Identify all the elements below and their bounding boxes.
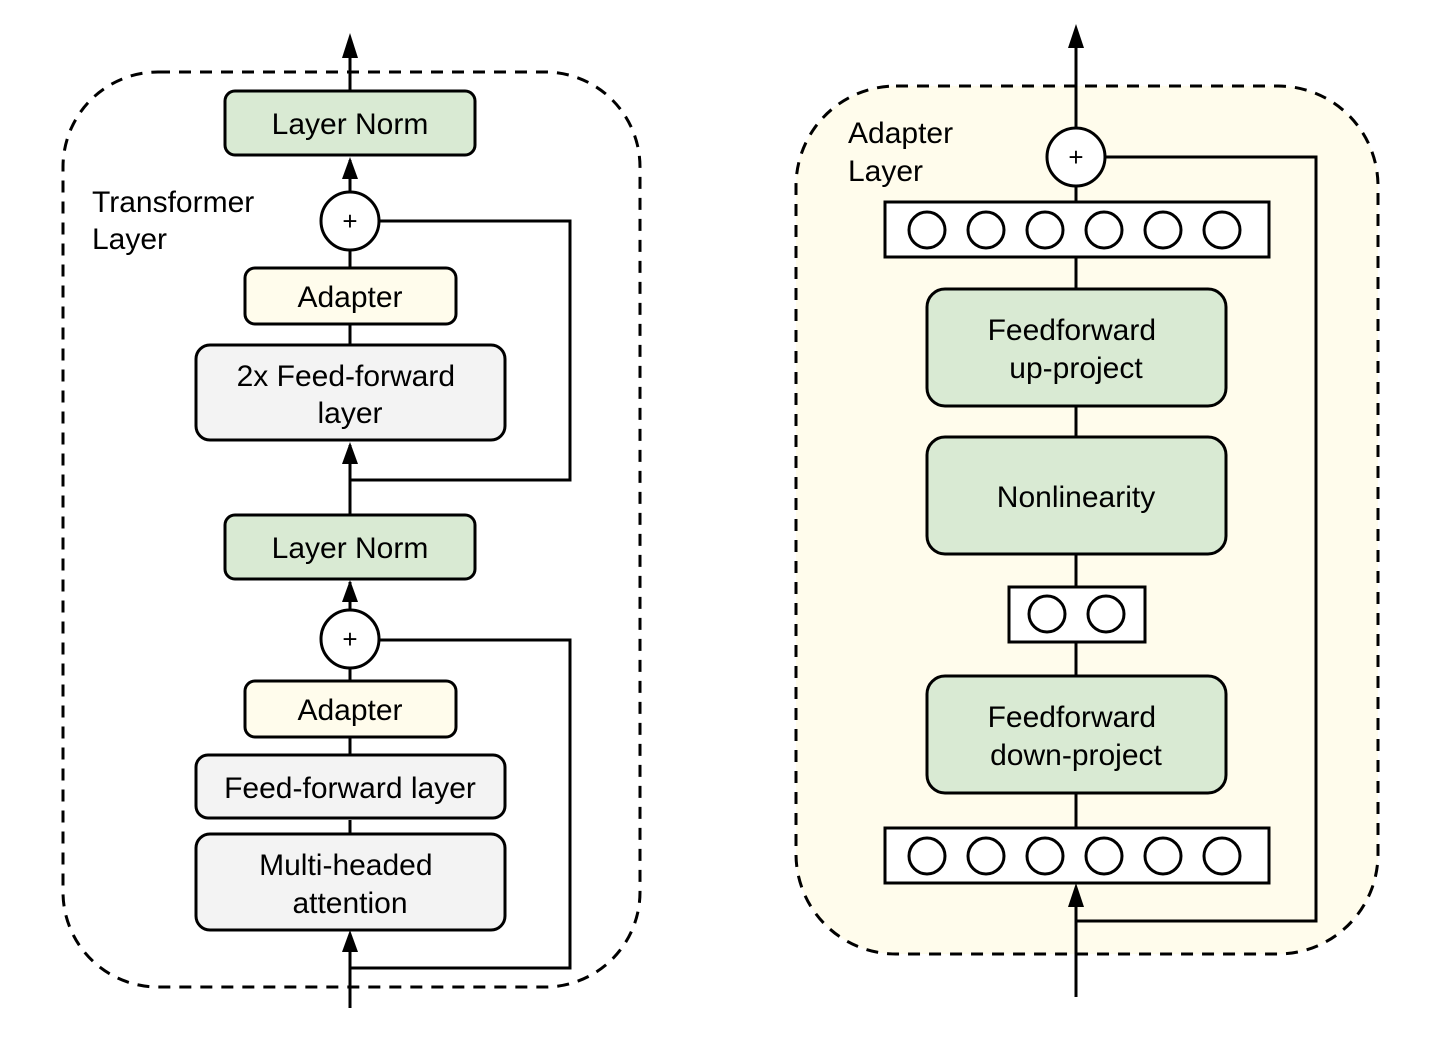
bottleneck-vector: [1007, 585, 1147, 644]
arrow-head-mid-layernorm: [342, 580, 358, 602]
output-unit: [966, 210, 1006, 250]
input-vector: [883, 826, 1271, 885]
top-layer-norm-block: Layer Norm: [223, 89, 477, 157]
adapter-residual-add: +: [1045, 126, 1107, 188]
down-project-label: Feedforward down-project: [988, 701, 1165, 772]
bottom-adapter-block: Adapter: [243, 679, 458, 739]
skip-connection-top: [350, 219, 572, 482]
bottom-residual-add: +: [319, 608, 381, 670]
transformer-layer-panel: Transformer Layer Layer Norm +: [61, 33, 642, 1008]
adapter-layer-panel: Adapter Layer +: [794, 24, 1380, 997]
skip-connection-bottom: [350, 638, 572, 970]
input-unit: [966, 836, 1006, 876]
arrow-head-ffn2: [342, 442, 358, 464]
output-unit: [1143, 210, 1183, 250]
top-plus-symbol: +: [342, 206, 357, 236]
input-unit: [907, 836, 947, 876]
output-unit: [1084, 210, 1124, 250]
input-unit: [1143, 836, 1183, 876]
multi-head-attention-label: Multi-headed attention: [259, 849, 441, 920]
down-project-block: Feedforward down-project: [925, 674, 1228, 795]
adapter-plus-symbol: +: [1068, 142, 1083, 172]
multi-head-attention-block: Multi-headed attention: [194, 832, 507, 932]
adapter-output-arrow-head: [1068, 24, 1084, 48]
output-unit: [1202, 210, 1242, 250]
adapter-input-arrow-head: [1068, 883, 1084, 907]
output-unit: [1025, 210, 1065, 250]
adapter-layer-title: Adapter Layer: [848, 117, 961, 188]
output-arrow-head: [342, 33, 358, 58]
feed-forward-block: Feed-forward layer: [194, 753, 507, 820]
input-unit: [1202, 836, 1242, 876]
top-layer-norm-label: Layer Norm: [272, 108, 429, 141]
bottom-adapter-label: Adapter: [297, 694, 402, 727]
mid-layer-norm-label: Layer Norm: [272, 532, 429, 565]
output-unit: [907, 210, 947, 250]
up-project-label: Feedforward up-project: [988, 314, 1165, 385]
arrow-head-top-layernorm: [342, 157, 358, 179]
nonlinearity-block: Nonlinearity: [925, 435, 1228, 556]
input-arrow-head: [342, 930, 358, 952]
input-unit: [1084, 836, 1124, 876]
top-adapter-block: Adapter: [243, 266, 458, 326]
up-project-block: Feedforward up-project: [925, 287, 1228, 408]
double-feed-forward-label: 2x Feed-forward layer: [237, 360, 464, 430]
top-adapter-label: Adapter: [297, 281, 402, 314]
bottleneck-unit: [1086, 594, 1126, 634]
bottleneck-unit: [1027, 594, 1067, 634]
top-residual-add: +: [319, 190, 381, 252]
transformer-layer-title: Transformer Layer: [92, 186, 263, 256]
input-unit: [1025, 836, 1065, 876]
output-vector: [883, 200, 1271, 259]
adapter-skip-connection: [1076, 155, 1318, 923]
feed-forward-label: Feed-forward layer: [224, 772, 476, 805]
bottom-plus-symbol: +: [342, 624, 357, 654]
nonlinearity-label: Nonlinearity: [997, 481, 1155, 514]
double-feed-forward-block: 2x Feed-forward layer: [194, 343, 507, 442]
mid-layer-norm-block: Layer Norm: [223, 513, 477, 581]
